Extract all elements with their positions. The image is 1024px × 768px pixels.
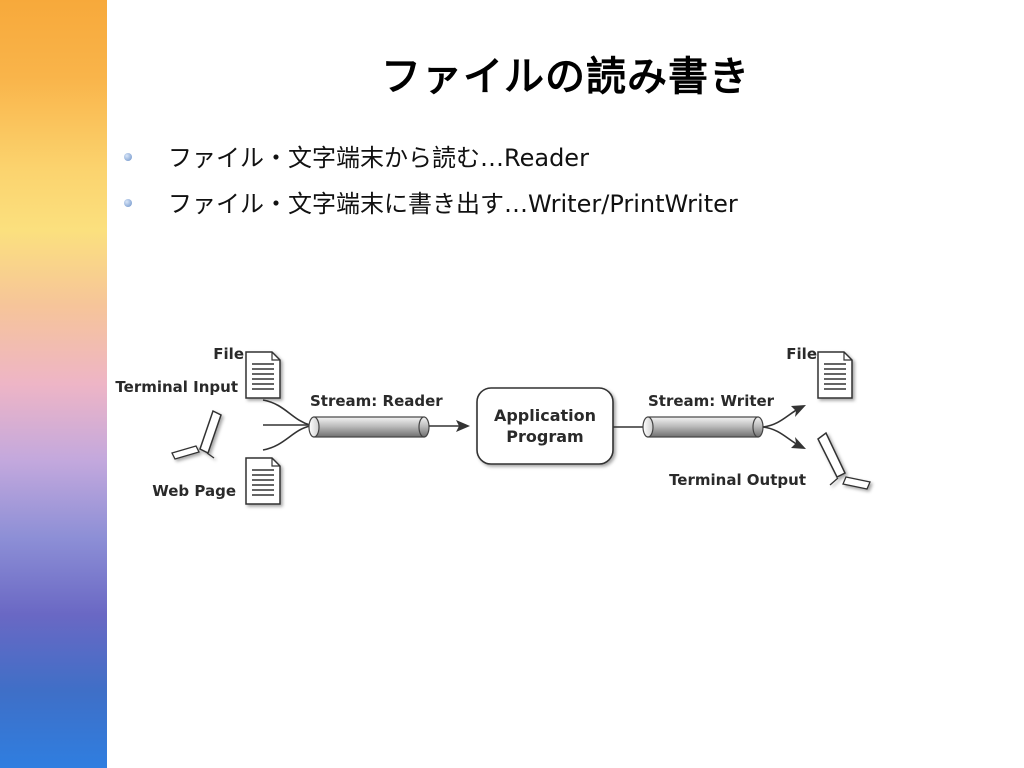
label-web-page: Web Page	[152, 482, 236, 500]
label-terminal-output: Terminal Output	[669, 471, 806, 489]
bullet-dot-icon	[124, 153, 132, 161]
label-application: Application	[494, 406, 596, 425]
application-box	[476, 387, 614, 465]
bullet-text-writer: ファイル・文字端末に書き出す…Writer/PrintWriter	[168, 190, 738, 218]
pipe-icon	[642, 416, 764, 438]
label-program: Program	[506, 427, 583, 446]
terminal-icon	[171, 409, 222, 460]
pipe-icon	[308, 416, 430, 438]
document-icon	[245, 457, 281, 505]
label-writer-stream: Stream: Writer	[648, 392, 775, 410]
bullet-text-reader: ファイル・文字端末から読む…Reader	[168, 144, 589, 172]
label-input-file: File	[213, 345, 244, 363]
terminal-icon	[817, 431, 871, 490]
label-reader-stream: Stream: Reader	[310, 392, 443, 410]
document-icon	[245, 351, 281, 399]
decorative-sidebar	[0, 0, 107, 768]
bullet-dot-icon	[124, 199, 132, 207]
document-icon	[817, 351, 853, 399]
slide-title: ファイルの読み書き	[381, 54, 750, 100]
label-terminal-input: Terminal Input	[115, 378, 238, 396]
label-output-file: File	[786, 345, 817, 363]
